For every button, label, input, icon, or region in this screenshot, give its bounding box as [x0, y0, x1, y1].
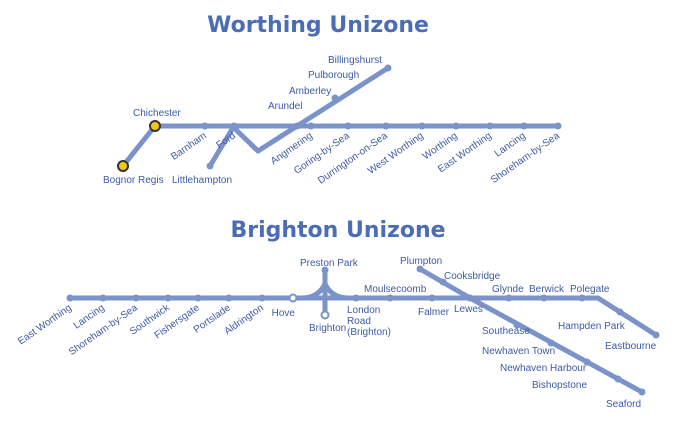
brighton-interchange-marker: [320, 310, 330, 320]
station-label-southease: Southease: [482, 326, 530, 337]
station-label-pulborough: Pulborough: [308, 70, 359, 81]
station-label-london-road-line3: (Brighton): [347, 327, 391, 338]
station-marker: [616, 308, 624, 316]
station-label-east-worthing: East Worthing: [16, 302, 74, 347]
station-label-chichester: Chichester: [133, 108, 181, 119]
station-marker: [230, 122, 238, 130]
station-marker: [307, 122, 315, 130]
station-label-berwick: Berwick: [529, 284, 565, 295]
station-label-glynde: Glynde: [492, 284, 524, 295]
brighton-lines: [67, 266, 659, 395]
station-marker: [505, 294, 513, 302]
station-label-seaford: Seaford: [606, 399, 641, 410]
station-marker: [293, 122, 301, 130]
brighton-title: Brighton Unizone: [230, 218, 445, 243]
station-marker: [583, 358, 591, 366]
station-label-billingshurst: Billingshurst: [328, 55, 382, 66]
station-label-barnham: Barnham: [169, 130, 209, 162]
station-label-hampden-park: Hampden Park: [558, 321, 626, 332]
brighton-station-markers: [66, 265, 660, 396]
station-label-arundel: Arundel: [268, 101, 302, 112]
station-label-falmer: Falmer: [418, 307, 450, 318]
station-marker: [520, 122, 528, 130]
station-marker: [547, 339, 555, 347]
station-marker: [382, 122, 390, 130]
station-marker: [352, 294, 360, 302]
station-marker: [638, 388, 646, 396]
seaford-branch-line: [467, 295, 645, 395]
station-label-polegate: Polegate: [570, 284, 610, 295]
station-label-newhaven-harbour: Newhaven Harbour: [500, 363, 587, 374]
station-marker: [554, 122, 562, 130]
station-label-bognor-regis: Bognor Regis: [103, 175, 164, 186]
station-marker: [344, 122, 352, 130]
station-label-littlehampton: Littlehampton: [172, 175, 232, 186]
station-label-bishopstone: Bishopstone: [532, 380, 587, 391]
hove-interchange-marker: [288, 293, 298, 303]
station-marker: [99, 294, 107, 302]
littlehampton-branch-line: [207, 123, 237, 169]
station-marker: [132, 294, 140, 302]
station-label-amberley: Amberley: [289, 86, 331, 97]
arundel-chord-line: [229, 123, 261, 154]
station-marker: [466, 294, 474, 302]
station-marker: [652, 331, 660, 339]
station-label-london-road-line1: London: [347, 305, 380, 316]
station-marker: [258, 294, 266, 302]
station-label-plumpton: Plumpton: [400, 256, 442, 267]
london-road-curve: [322, 281, 351, 301]
bognor-regis-marker: [117, 160, 129, 172]
station-label-preston-park: Preston Park: [300, 258, 359, 269]
worthing-station-markers: [117, 64, 562, 172]
station-label-brighton: Brighton: [309, 323, 346, 334]
station-marker: [614, 375, 622, 383]
station-marker: [418, 122, 426, 130]
station-label-moulsecoomb: Moulsecoomb: [364, 284, 427, 295]
station-marker: [452, 122, 460, 130]
station-marker: [201, 122, 209, 130]
station-marker: [66, 294, 74, 302]
station-marker: [331, 94, 339, 102]
station-marker: [321, 266, 329, 274]
station-marker: [384, 64, 392, 72]
station-label-newhaven-town: Newhaven Town: [482, 346, 555, 357]
worthing-station-labels: Billingshurst Pulborough Amberley Arunde…: [103, 55, 562, 187]
station-label-cooksbridge: Cooksbridge: [444, 271, 501, 282]
station-marker: [578, 294, 586, 302]
station-marker: [439, 278, 447, 286]
station-marker: [164, 294, 172, 302]
station-marker: [225, 294, 233, 302]
worthing-title: Worthing Unizone: [207, 13, 429, 38]
station-marker: [428, 294, 436, 302]
station-marker: [416, 265, 424, 273]
station-marker: [206, 162, 214, 170]
station-marker: [486, 122, 494, 130]
station-label-london-road-line2: Road: [347, 316, 371, 327]
brighton-station-labels: East Worthing Lancing Shoreham-by-Sea So…: [16, 256, 656, 410]
arun-valley-line: [255, 65, 391, 154]
station-label-lewes: Lewes: [454, 304, 483, 315]
station-marker: [540, 294, 548, 302]
station-label-ford: Ford: [215, 130, 238, 151]
station-marker: [513, 321, 521, 329]
bognor-branch-line: [120, 123, 158, 169]
station-marker: [386, 294, 394, 302]
chichester-marker: [149, 120, 161, 132]
station-marker: [194, 294, 202, 302]
station-label-eastbourne: Eastbourne: [605, 341, 657, 352]
brighton-coast-line: [67, 295, 659, 338]
station-label-hove: Hove: [272, 308, 296, 319]
